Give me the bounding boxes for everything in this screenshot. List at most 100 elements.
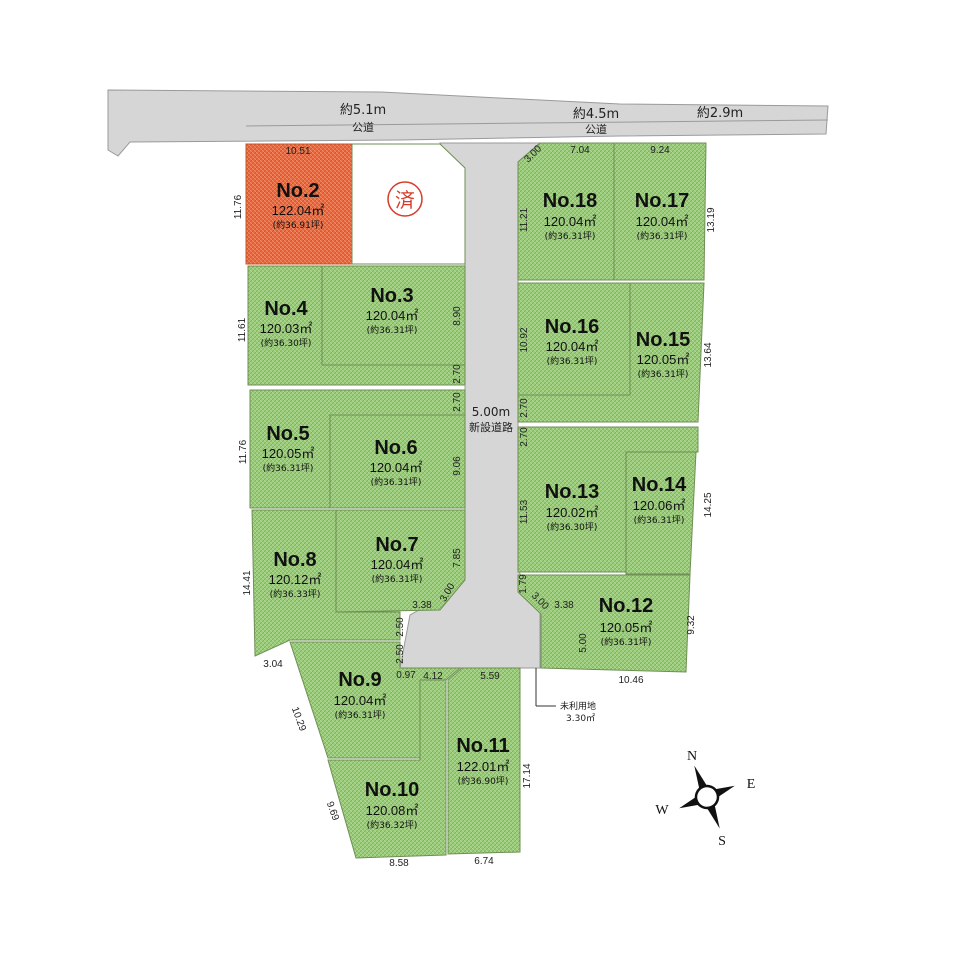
lot-tsubo: (約36.31坪) [547, 355, 598, 367]
lot-area: 122.01㎡ [457, 759, 510, 774]
lot-12[interactable] [517, 574, 691, 673]
dim-label: 14.25 [703, 492, 714, 517]
lot-7[interactable] [335, 509, 466, 613]
lot-area: 120.05㎡ [637, 352, 690, 367]
dim-label: 10.92 [519, 327, 530, 352]
lot-tsubo: (約36.31坪) [335, 709, 386, 721]
dim-label: 11.76 [238, 439, 249, 464]
dim-label: 2.50 [395, 617, 406, 637]
new-road-name: 新設道路 [469, 420, 513, 434]
lot-6[interactable] [329, 414, 466, 509]
lot-16[interactable] [517, 282, 631, 396]
lot-area: 120.04㎡ [334, 693, 387, 708]
dim-label: 9.06 [452, 456, 463, 476]
public-road-inner-edge [245, 119, 829, 127]
dim-label: 8.90 [452, 306, 463, 326]
compass-needle [715, 785, 735, 797]
dim-label: 7.85 [452, 548, 463, 568]
dim-label: 10.51 [285, 146, 310, 157]
sold-stamp: 済 [387, 181, 423, 217]
lot-tsubo: (約36.33坪) [270, 588, 321, 600]
lot-tsubo: (約36.31坪) [372, 573, 423, 585]
lot-tsubo: (約36.31坪) [634, 514, 685, 526]
lot-area: 120.03㎡ [260, 321, 313, 336]
lot-tsubo: (約36.31坪) [638, 368, 689, 380]
lot-no: No.7 [375, 534, 418, 556]
lot-18[interactable] [517, 142, 615, 281]
dim-label: 3.38 [412, 600, 432, 611]
dim-label: 1.79 [518, 574, 529, 594]
lot-tsubo: (約36.31坪) [545, 230, 596, 242]
compass-needle [679, 797, 699, 809]
lot-no: No.3 [370, 285, 413, 307]
lot-no: No.10 [365, 779, 419, 801]
dim-label: 2.70 [519, 427, 530, 447]
lot-no: No.9 [338, 669, 381, 691]
lot-no: No.4 [264, 298, 308, 320]
lot-area: 120.04㎡ [371, 557, 424, 572]
dim-label: 11.61 [237, 317, 248, 342]
dim-label: 7.04 [570, 145, 590, 156]
lot-area: 120.06㎡ [633, 498, 686, 513]
dim-label: 2.70 [452, 392, 463, 412]
lot-no: No.2 [276, 180, 319, 202]
dim-label: 3.38 [554, 600, 574, 611]
lot-no: No.8 [273, 549, 316, 571]
compass-needle [694, 765, 707, 789]
dimension-labels: 10.51 11.76 11.61 11.76 14.41 3.04 10.29… [233, 143, 717, 869]
lot-area: 120.04㎡ [544, 214, 597, 229]
dim-label: 10.29 [289, 706, 308, 734]
dim-label: 0.97 [396, 670, 416, 681]
lot-tsubo: (約36.31坪) [637, 230, 688, 242]
dim-label: 9.24 [650, 145, 670, 156]
lot-area: 120.04㎡ [636, 214, 689, 229]
lot-area: 120.02㎡ [546, 505, 599, 520]
compass-east: E [747, 777, 756, 792]
dim-label: 17.14 [522, 763, 533, 788]
dim-label: 5.59 [480, 671, 500, 682]
lot-3[interactable] [321, 265, 466, 366]
lot-10[interactable] [327, 679, 447, 859]
lot-tsubo: (約36.30坪) [547, 521, 598, 533]
lot-area: 120.05㎡ [262, 446, 315, 461]
lot-area: 120.08㎡ [366, 803, 419, 818]
lot-labels: No.3 120.04㎡ (約36.31坪) No.4 120.03㎡ (約36… [260, 190, 691, 831]
lot-11[interactable] [447, 667, 521, 855]
compass-rose [679, 765, 735, 829]
dim-label: 8.58 [389, 858, 409, 869]
compass-north: N [687, 749, 697, 764]
lot-no: No.12 [599, 595, 653, 617]
lot-no: No.6 [374, 437, 417, 459]
road-width-mid: 約4.5m [573, 107, 619, 122]
lot-no: No.15 [636, 329, 690, 351]
lot-tsubo: (約36.30坪) [261, 337, 312, 349]
compass-west: W [655, 803, 669, 818]
dim-label: 9.69 [324, 800, 341, 822]
lot-area: 122.04㎡ [272, 203, 325, 218]
dim-label: 2.70 [452, 364, 463, 384]
sold-mark: 済 [395, 188, 415, 212]
lot-no: No.17 [635, 190, 689, 212]
dim-label: 6.74 [474, 856, 494, 867]
dim-label: 14.41 [242, 570, 253, 595]
dim-label: 3.04 [263, 659, 283, 670]
dim-label: 2.50 [395, 644, 406, 664]
road-width-left: 約5.1m [340, 103, 386, 118]
compass-south: S [718, 834, 726, 849]
lot-tsubo: (約36.31坪) [601, 636, 652, 648]
lot-no: No.13 [545, 481, 599, 503]
dim-label: 5.00 [578, 633, 589, 653]
lot-tsubo: (約36.31坪) [371, 476, 422, 488]
lot-14[interactable] [625, 451, 697, 575]
road-labels: 約5.1m 公道 約4.5m 公道 約2.9m 5.00m 新設道路 [340, 103, 743, 434]
lot-2[interactable] [245, 143, 353, 265]
dim-label: 11.21 [519, 207, 530, 232]
lot-tsubo: (約36.90坪) [458, 775, 509, 787]
dim-label: 9.32 [686, 615, 697, 635]
lot-15[interactable] [517, 282, 705, 423]
unused-land-label: 未利用地 3.30㎡ [560, 700, 596, 724]
lot-17[interactable] [613, 142, 707, 281]
lot-2-label: No.2 122.04㎡ (約36.91坪) [272, 180, 325, 231]
lot-tsubo: (約36.31坪) [263, 462, 314, 474]
dim-label: 10.46 [618, 675, 643, 686]
